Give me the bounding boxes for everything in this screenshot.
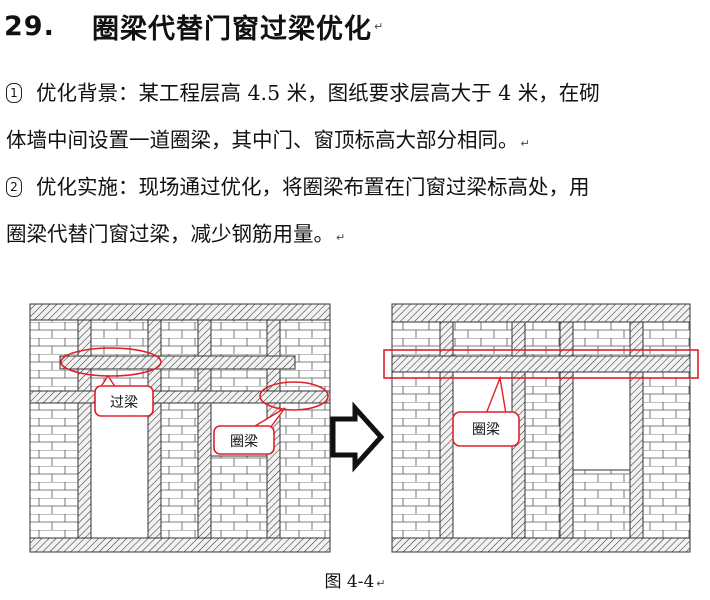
section-heading: 29. 圈梁代替门窗过梁优化 ↵ — [4, 4, 384, 48]
figure-caption: 图 4-4↵ — [0, 567, 710, 592]
paragraph-implementation: 2 优化实施：现场通过优化，将圈梁布置在门窗过梁标高处，用 圈梁代替门窗过梁，减少… — [6, 164, 706, 261]
paragraph-mark-icon: ↵ — [374, 19, 385, 33]
ring-beam — [391, 355, 691, 373]
bottom-beam — [29, 537, 331, 553]
paragraph-text: 优化背景：某工程层高 4.5 米，图纸要求层高大于 4 米，在砌 — [36, 81, 600, 105]
section-number: 29. — [4, 10, 55, 42]
column — [629, 321, 644, 539]
callout-ring-beam-left — [213, 425, 275, 455]
label-lintel: 过梁 — [110, 395, 138, 411]
callout-lintel — [94, 385, 154, 417]
column — [559, 321, 574, 539]
door-opening — [90, 399, 149, 539]
wall-comparison-figure: 过梁 圈梁 圈梁 — [29, 303, 699, 553]
bottom-beam — [391, 537, 691, 553]
section-title: 圈梁代替门窗过梁优化 — [92, 13, 372, 45]
ring-beam — [29, 390, 331, 404]
label-ring-beam-left: 圈梁 — [230, 434, 258, 450]
paragraph-mark-icon: ↵ — [376, 577, 386, 590]
window-opening — [572, 371, 631, 471]
wall-before: 过梁 圈梁 — [29, 303, 331, 553]
circled-number-marker: 1 — [6, 83, 22, 103]
paragraph-text: 圈梁代替门窗过梁，减少钢筋用量。 — [6, 222, 334, 246]
caption-text: 图 4-4 — [324, 572, 375, 592]
top-beam — [29, 303, 331, 321]
paragraph-background: 1 优化背景：某工程层高 4.5 米，图纸要求层高大于 4 米，在砌 体墙中间设置… — [6, 70, 706, 167]
ring-beam-highlight — [259, 381, 329, 411]
column — [197, 319, 212, 539]
paragraph-line: 体墙中间设置一道圈梁，其中门、窗顶标高大部分相同。↵ — [6, 117, 706, 167]
lintel-beam — [59, 355, 296, 370]
circled-number-marker: 2 — [6, 177, 22, 197]
wall-after: 圈梁 — [383, 303, 699, 553]
transform-arrow-icon — [330, 401, 385, 473]
ring-beam-highlight — [383, 349, 699, 379]
paragraph-line: 2 优化实施：现场通过优化，将圈梁布置在门窗过梁标高处，用 — [6, 164, 706, 211]
column — [77, 319, 92, 539]
column — [439, 321, 454, 539]
paragraph-text: 优化实施：现场通过优化，将圈梁布置在门窗过梁标高处，用 — [36, 175, 590, 199]
paragraph-line: 1 优化背景：某工程层高 4.5 米，图纸要求层高大于 4 米，在砌 — [6, 70, 706, 117]
lintel-highlight — [60, 347, 162, 377]
paragraph-mark-icon: ↵ — [336, 231, 346, 244]
paragraph-line: 圈梁代替门窗过梁，减少钢筋用量。↵ — [6, 211, 706, 261]
paragraph-text: 体墙中间设置一道圈梁，其中门、窗顶标高大部分相同。 — [6, 128, 519, 152]
label-ring-beam-right: 圈梁 — [472, 422, 500, 438]
paragraph-mark-icon: ↵ — [520, 137, 530, 150]
top-beam — [391, 303, 691, 323]
callout-ring-beam-right — [452, 411, 520, 447]
